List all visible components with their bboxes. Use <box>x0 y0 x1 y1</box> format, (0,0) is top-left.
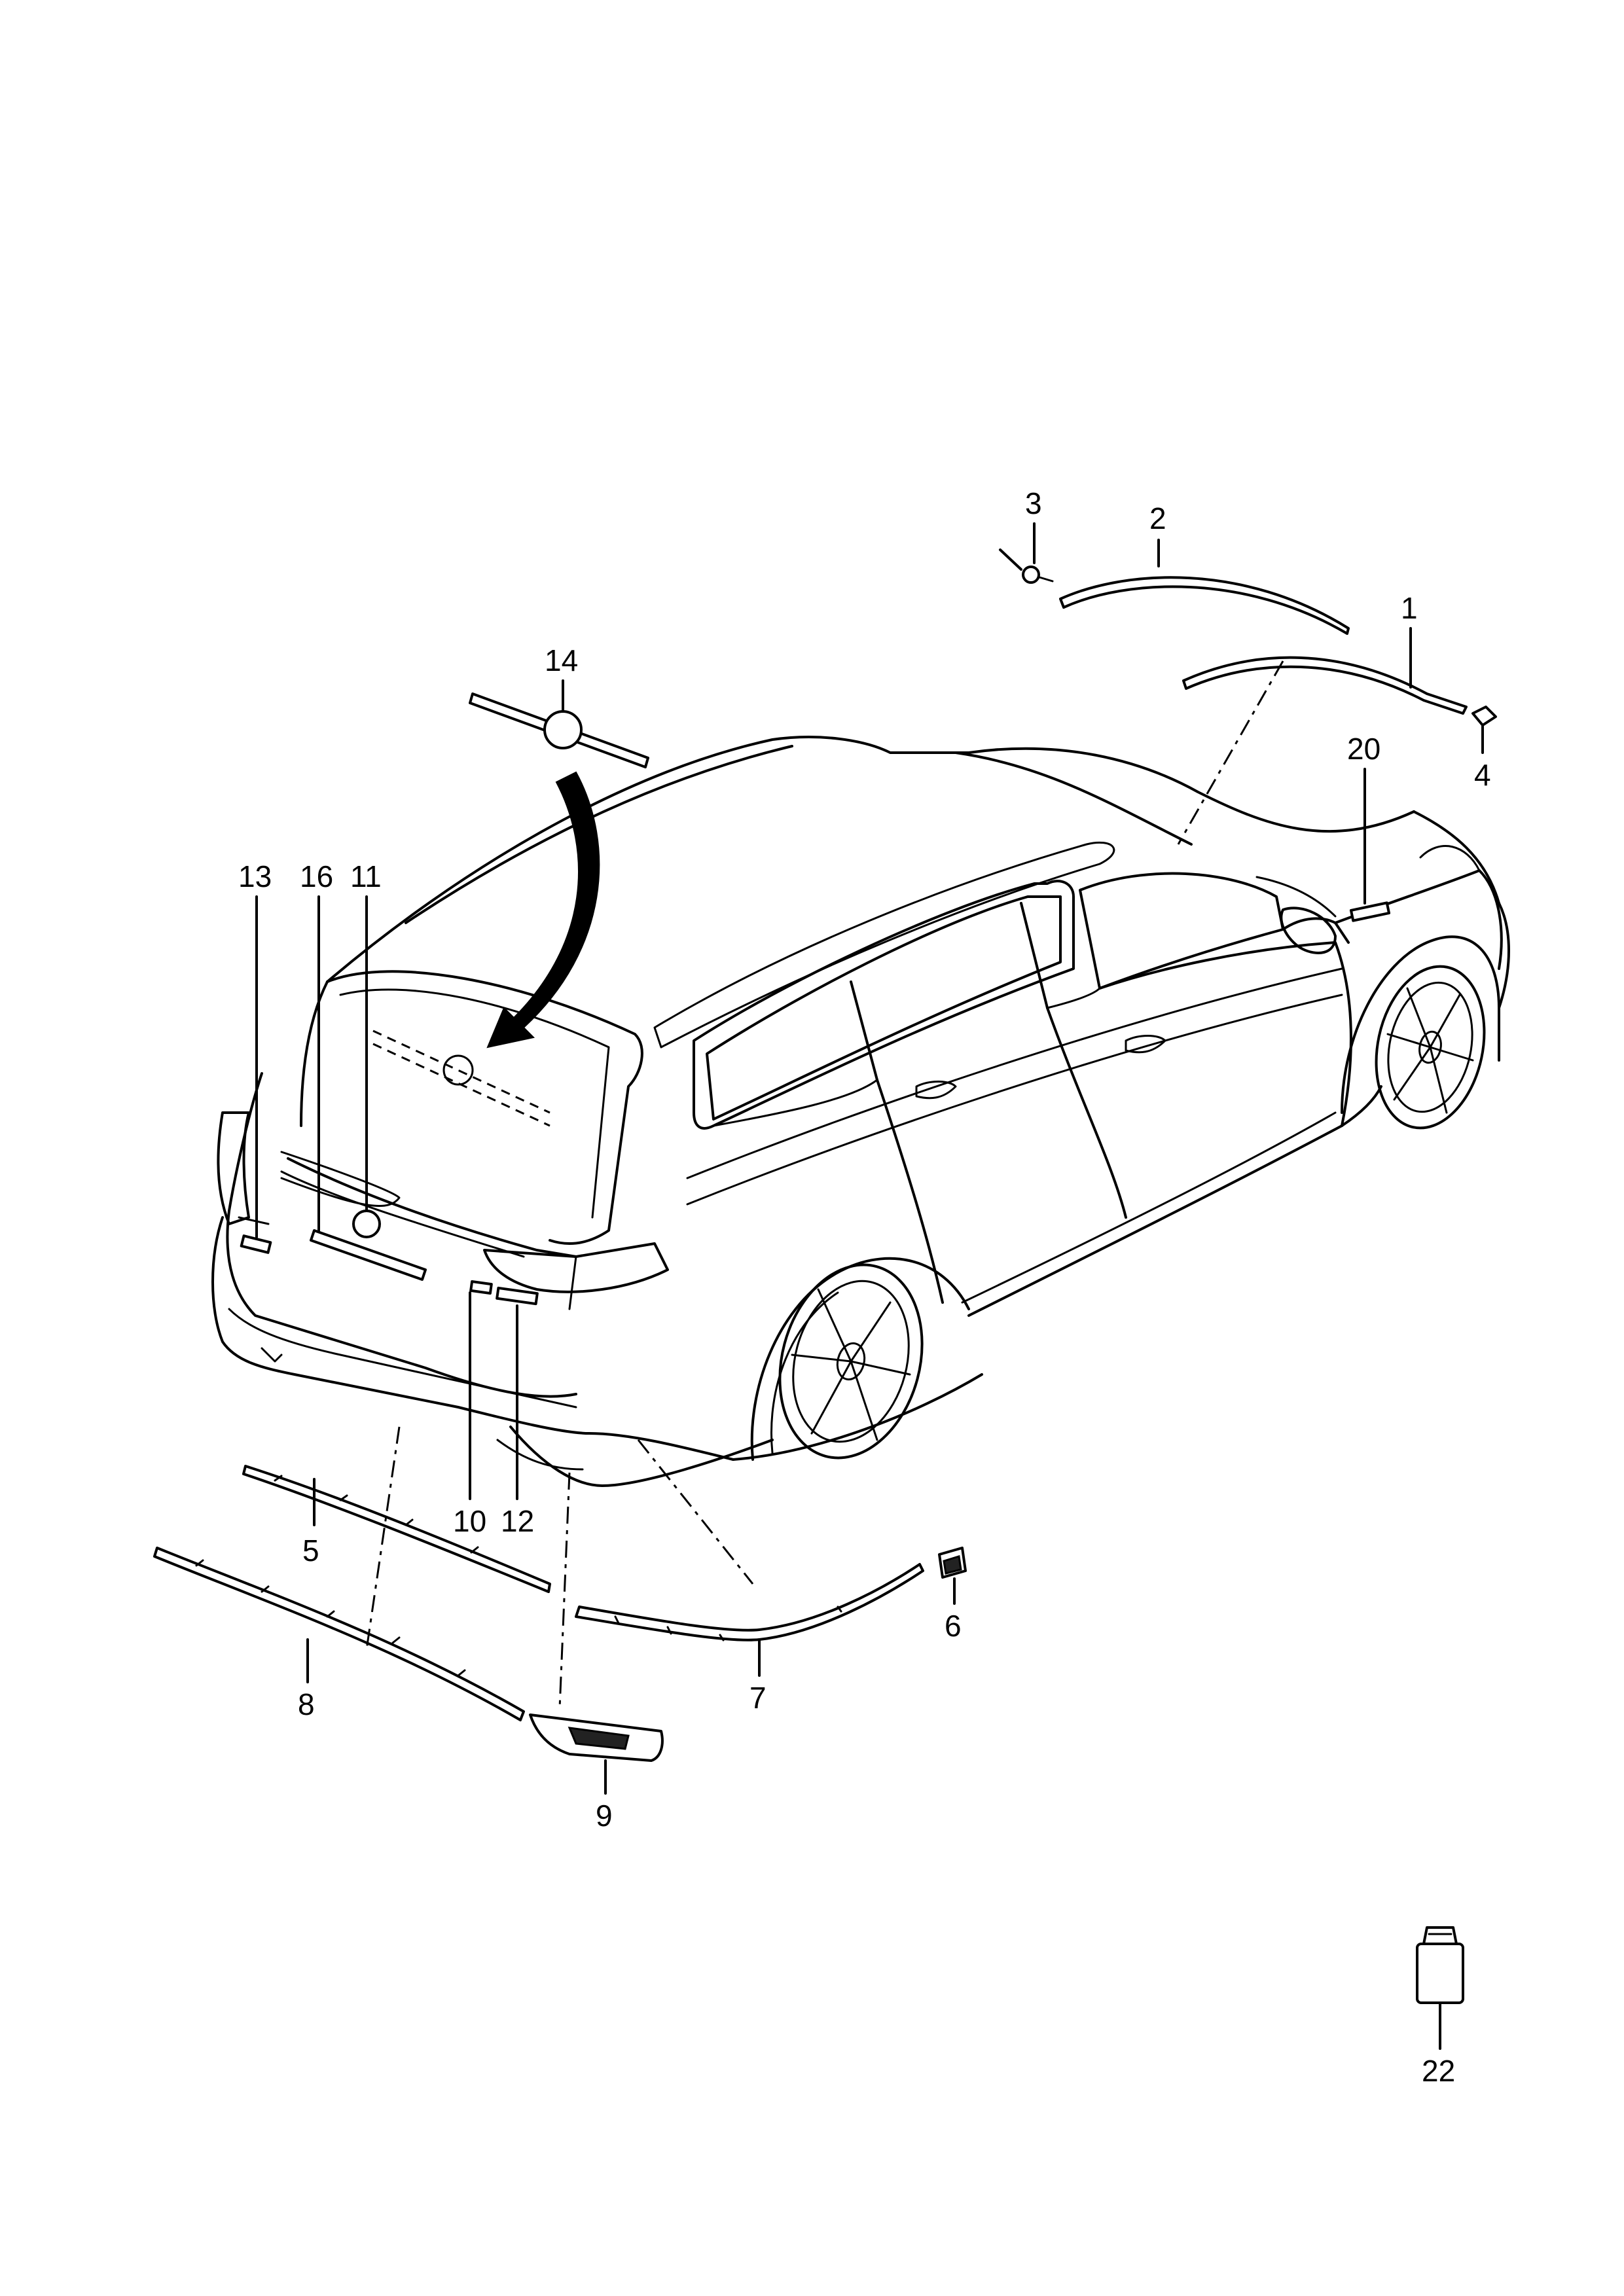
callout-1: 1 <box>1401 591 1418 625</box>
callout-4: 4 <box>1474 758 1491 792</box>
part-9-bezel <box>529 1713 664 1762</box>
callout-6: 6 <box>945 1609 962 1643</box>
part-2-roof-trim <box>1059 576 1350 635</box>
part-4-clip <box>1471 706 1497 726</box>
leader-lines <box>255 522 1484 2050</box>
callout-9: 9 <box>596 1799 613 1833</box>
callout-20: 20 <box>1347 732 1380 766</box>
part-5-trim-strip <box>242 1465 551 1593</box>
part-8-trim-strip <box>153 1547 525 1721</box>
callout-10: 10 <box>453 1504 486 1538</box>
part-3-screw <box>999 548 1054 584</box>
callout-11: 11 <box>350 859 382 893</box>
callout-13: 13 <box>238 859 272 893</box>
callout-2: 2 <box>1149 501 1166 535</box>
callout-8: 8 <box>298 1687 315 1721</box>
part-22-bottle-icon <box>1416 1926 1464 2004</box>
callout-5: 5 <box>302 1534 319 1568</box>
arrow-icon <box>486 771 600 1049</box>
callout-12: 12 <box>501 1504 534 1538</box>
callout-14: 14 <box>545 643 578 677</box>
callout-7: 7 <box>749 1681 767 1715</box>
part-1-roof-trim <box>1182 656 1468 715</box>
car-body-outline <box>211 736 1510 1487</box>
callout-3: 3 <box>1025 486 1042 520</box>
part-7-trim-strip <box>575 1563 924 1641</box>
part-14-emblem-strip <box>469 692 649 768</box>
callout-16: 16 <box>300 859 333 893</box>
callout-22: 22 <box>1422 2054 1455 2088</box>
